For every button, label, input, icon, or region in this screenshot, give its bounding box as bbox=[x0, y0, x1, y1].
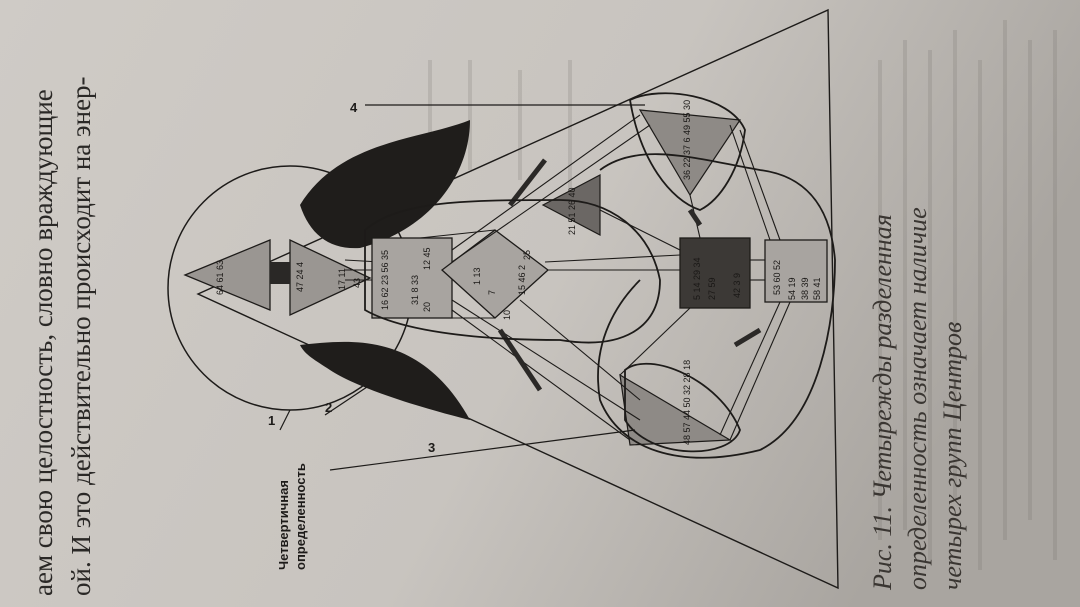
gate-spleen: 48 57 44 50 32 28 18 bbox=[682, 360, 692, 445]
figure-caption-line-1: Рис. 11. Четырежды разделенная bbox=[868, 214, 897, 590]
definition-loops bbox=[364, 92, 836, 459]
gate-g5: 10 bbox=[502, 310, 512, 320]
gate-throat: 16 62 23 56 35 bbox=[380, 250, 390, 310]
defined-channels bbox=[497, 158, 762, 392]
callout-numbers: 1 2 3 4 bbox=[268, 100, 435, 455]
gate-ajna: 47 24 4 bbox=[295, 262, 305, 292]
solar-plexus-center bbox=[638, 109, 742, 197]
quaternary-label-line-1: Четвертичная bbox=[276, 480, 291, 570]
gate-throat2: 12 45 bbox=[422, 247, 432, 270]
gate-root2: 54 19 bbox=[787, 277, 797, 300]
bleed-through-texture bbox=[428, 20, 1057, 570]
figure-caption-line-3: четырех групп Центров bbox=[938, 321, 967, 590]
figure-caption-line-2: определенность означает наличие bbox=[903, 207, 932, 590]
gate-solar: 36 22 37 6 49 55 30 bbox=[682, 100, 692, 180]
quaternary-label-line-2: определенность bbox=[293, 463, 308, 570]
callout-4: 4 bbox=[350, 100, 358, 115]
gate-g3: 25 bbox=[522, 250, 532, 260]
gate-heart: 21 51 26 40 bbox=[567, 187, 577, 235]
gate-ajna-lower2: 43 bbox=[352, 278, 362, 288]
gate-head: 64 61 63 bbox=[215, 260, 225, 295]
gate-g4: 15 46 2 bbox=[517, 265, 527, 295]
body-text-line-2: ой. И это действительно происходит на эн… bbox=[66, 76, 96, 596]
callout-3: 3 bbox=[428, 440, 435, 455]
gate-labels: 64 61 63 47 24 4 17 11 43 16 62 23 56 35… bbox=[215, 100, 822, 445]
heart-center bbox=[541, 174, 601, 236]
gate-sacral: 5 14 29 34 bbox=[692, 257, 702, 300]
gate-sacral2: 27 59 bbox=[707, 277, 717, 300]
callout-1: 1 bbox=[268, 413, 275, 428]
gate-g: 1 13 bbox=[472, 267, 482, 285]
gate-sacral3: 42 3 9 bbox=[732, 273, 742, 298]
gate-g2: 7 bbox=[487, 290, 497, 295]
head-ajna-channels bbox=[270, 262, 290, 284]
gate-root: 53 60 52 bbox=[772, 260, 782, 295]
gate-root3: 38 39 bbox=[800, 277, 810, 300]
channel-network bbox=[419, 114, 791, 441]
leaf-upper bbox=[300, 120, 470, 249]
gate-throat3: 31 8 33 bbox=[410, 275, 420, 305]
callout-2: 2 bbox=[325, 400, 332, 415]
gate-root4: 58 41 bbox=[812, 277, 822, 300]
leaf-lower bbox=[300, 341, 470, 420]
callout-lines bbox=[279, 104, 645, 471]
root-center bbox=[764, 239, 828, 303]
gate-ajna-lower: 17 11 bbox=[337, 268, 347, 290]
sacral-center bbox=[679, 237, 751, 309]
throat-center bbox=[371, 237, 453, 319]
body-text-line-1: аем свою целостность, словно враждующие bbox=[28, 89, 58, 596]
gate-throat4: 20 bbox=[422, 302, 432, 312]
